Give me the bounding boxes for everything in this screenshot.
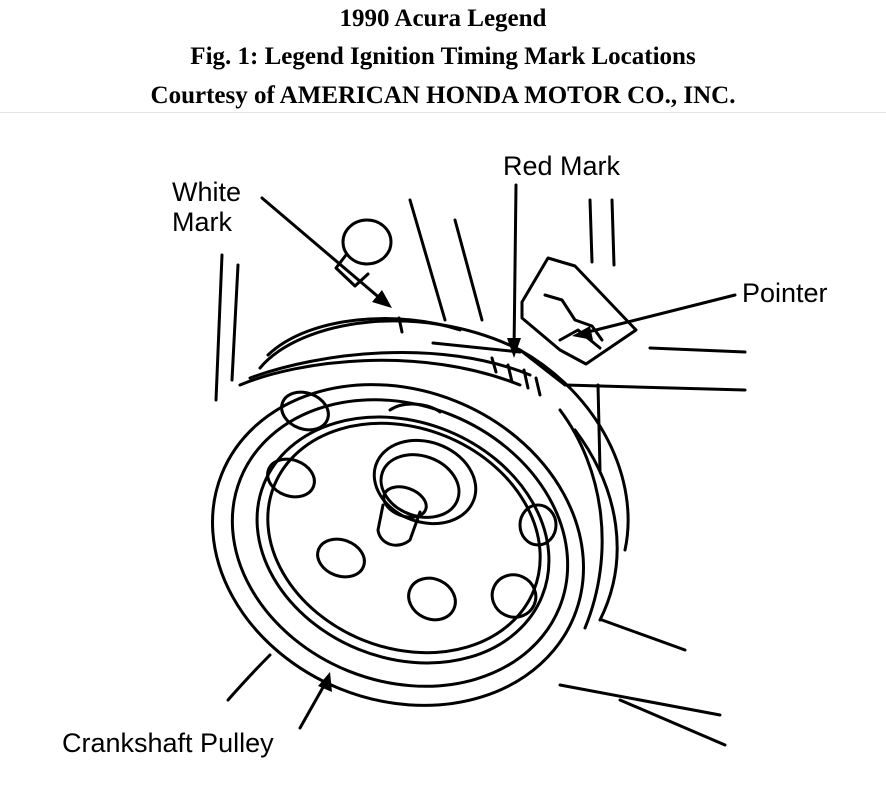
pointer-label: Pointer [742, 278, 828, 308]
pointer-arrow [572, 326, 593, 340]
white-mark-arrow [372, 290, 392, 308]
figure-header: 1990 Acura Legend Fig. 1: Legend Ignitio… [0, 0, 886, 113]
timing-pointer-bracket [520, 256, 638, 366]
pulley-holes [266, 390, 558, 622]
pulley-outer-rim [211, 383, 585, 707]
crankshaft-pulley-arrow [318, 672, 332, 692]
red-mark-leader [512, 183, 518, 354]
engine-block-lines [214, 198, 747, 747]
timing-marks [397, 316, 542, 397]
crankshaft-hub [372, 438, 478, 547]
figure-caption: Fig. 1: Legend Ignition Timing Mark Loca… [190, 43, 696, 70]
crankshaft-pulley-leader [298, 680, 328, 730]
white-mark-leader [260, 196, 384, 302]
courtesy-line: Courtesy of AMERICAN HONDA MOTOR CO., IN… [150, 82, 736, 109]
crankshaft-pulley-label: Crankshaft Pulley [62, 728, 274, 758]
oil-cap [334, 218, 393, 288]
red-mark-label: Red Mark [503, 151, 621, 181]
red-mark-arrow [507, 338, 521, 358]
pointer-leader [578, 293, 737, 336]
timing-mark-diagram [211, 183, 747, 747]
header-title: 1990 Acura Legend [339, 5, 547, 32]
white-mark-label: White Mark [172, 177, 242, 237]
